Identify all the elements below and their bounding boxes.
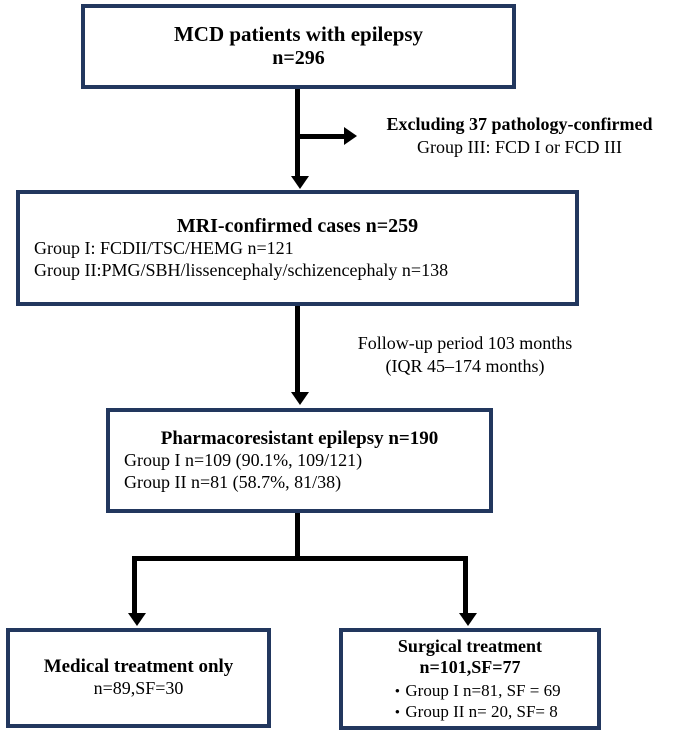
node-medical-treatment-title: Medical treatment only	[43, 656, 234, 677]
bullet-icon: •	[394, 704, 401, 721]
node-mri-confirmed-group1: Group I: FCDII/TSC/HEMG n=121	[34, 238, 294, 259]
list-item-label: Group II n= 20, SF= 8	[405, 701, 558, 721]
bullet-icon: •	[394, 684, 401, 701]
annotation-exclusion-line2: Group III: FCD I or FCD III	[417, 136, 622, 157]
node-pharmacoresistant-title: Pharmacoresistant epilepsy n=190	[160, 427, 439, 449]
node-pharmacoresistant-group2: Group II n=81 (58.7%, 81/38)	[124, 471, 342, 492]
connector-pharmaco-split-stem	[295, 513, 300, 561]
annotation-exclusion-line1: Excluding 37 pathology-confirmed	[386, 114, 653, 134]
node-surgical-treatment-bullets: • Group I n=81, SF = 69 • Group II n= 20…	[343, 681, 597, 722]
arrowhead-down-icon	[459, 613, 477, 626]
node-pharmacoresistant: Pharmacoresistant epilepsy n=190 Group I…	[106, 408, 493, 513]
connector-pharmaco-split-cross	[132, 556, 468, 561]
arrowhead-right-icon	[344, 127, 357, 145]
node-mri-confirmed-group2: Group II:PMG/SBH/lissencephaly/schizence…	[34, 259, 449, 280]
node-mcd-patients: MCD patients with epilepsy n=296	[81, 4, 516, 89]
node-surgical-treatment: Surgical treatment n=101,SF=77 • Group I…	[339, 628, 601, 730]
connector-mri-to-pharmaco	[295, 306, 300, 394]
annotation-followup-line2: (IQR 45–174 months)	[385, 355, 545, 376]
node-mcd-patients-count: n=296	[272, 47, 325, 70]
arrowhead-down-icon	[128, 613, 146, 626]
node-mri-confirmed: MRI-confirmed cases n=259 Group I: FCDII…	[16, 190, 579, 306]
arrowhead-down-icon	[291, 392, 309, 405]
connector-exclusion-branch	[295, 134, 347, 139]
node-mri-confirmed-title: MRI-confirmed cases n=259	[176, 214, 419, 237]
node-mcd-patients-title: MCD patients with epilepsy	[173, 22, 424, 47]
node-surgical-treatment-title: Surgical treatment	[397, 635, 543, 656]
node-medical-treatment: Medical treatment only n=89,SF=30	[6, 628, 271, 728]
list-item: • Group II n= 20, SF= 8	[389, 702, 560, 722]
connector-split-to-surgical	[463, 556, 468, 616]
list-item: • Group I n=81, SF = 69	[389, 681, 561, 701]
node-medical-treatment-counts: n=89,SF=30	[93, 678, 184, 699]
annotation-followup-line1: Follow-up period 103 months	[357, 333, 573, 353]
node-surgical-treatment-counts: n=101,SF=77	[419, 657, 521, 678]
annotation-exclusion: Excluding 37 pathology-confirmed Group I…	[354, 114, 685, 158]
list-item-label: Group I n=81, SF = 69	[405, 681, 561, 701]
connector-split-to-medical	[132, 556, 137, 616]
node-pharmacoresistant-group1: Group I n=109 (90.1%, 109/121)	[124, 450, 363, 471]
arrowhead-down-icon	[291, 176, 309, 189]
annotation-followup: Follow-up period 103 months (IQR 45–174 …	[325, 332, 605, 377]
